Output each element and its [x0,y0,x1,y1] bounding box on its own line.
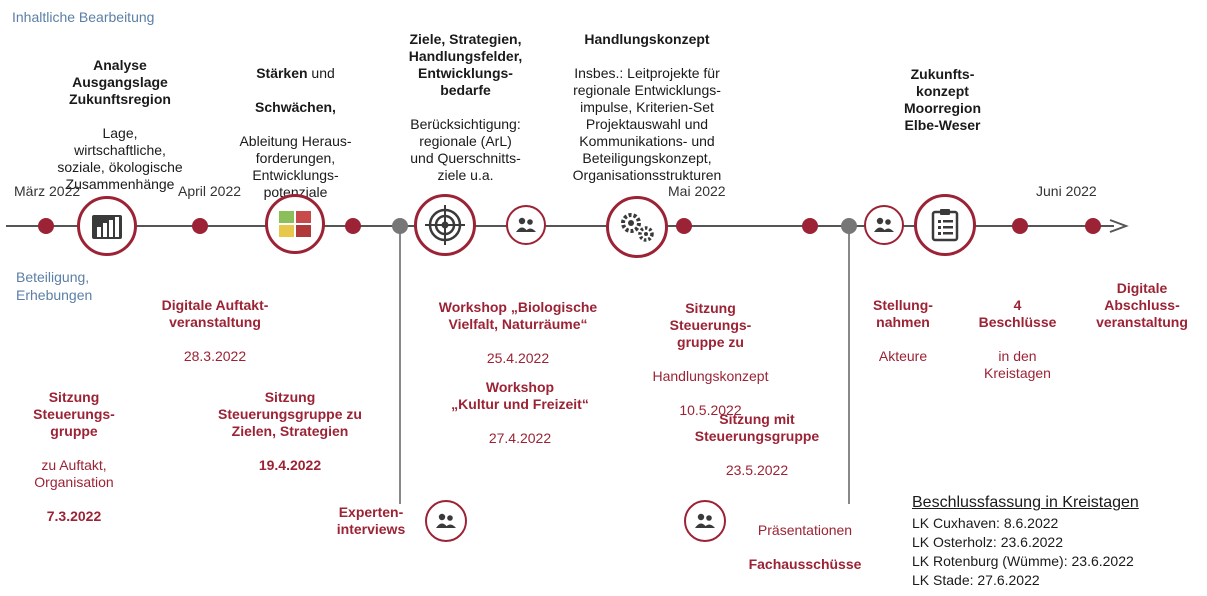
phase-staerken-title-rest: und [307,65,335,81]
phase-staerken-detail: Ableitung Heraus- forderungen, Entwicklu… [239,133,352,200]
label-beteiligung: Beteiligung, Erhebungen [16,269,93,303]
event-praesentation-line1: Präsentationen [757,522,853,538]
event-sitzung-4: Sitzung mit Steuerungsgruppe 23.5.2022 [672,394,842,496]
event-beschluesse-title: 4 Beschlüsse [978,297,1057,330]
event-sitzung4-date: 23.5.2022 [725,462,789,478]
event-sitzung3-title: Sitzung Steuerungs- gruppe zu [669,300,752,350]
swot-matrix-icon [265,194,325,254]
phase-staerken-title-bold: Stärken [256,65,308,81]
milestone-dot [38,218,54,234]
beschluss-item: LK Osterholz: 23.6.2022 [912,534,1063,550]
people-icon [506,205,546,245]
event-sitzung2-date: 19.4.2022 [258,457,322,473]
people-icon [864,205,904,245]
event-sitzung1-date: 7.3.2022 [46,508,102,524]
event-workshop1-title: Workshop „Biologische Vielfalt, Naturräu… [438,299,598,332]
bar-chart-icon [77,196,137,256]
event-sitzung1-title: Sitzung Steuerungs- gruppe [33,389,115,439]
milestone-dot [676,218,692,234]
event-beschluesse-detail: in den Kreistagen [984,348,1051,381]
phase-handlung-title: Handlungskonzept [584,31,710,47]
connector-praesentationen [848,232,850,504]
label-inhaltliche-bearbeitung: Inhaltliche Bearbeitung [12,9,155,25]
event-workshop2-title: Workshop „Kultur und Freizeit“ [451,379,589,412]
phase-handlungskonzept: Handlungskonzept Insbes.: Leitprojekte f… [552,14,742,201]
event-auftakt-title: Digitale Auftakt- veranstaltung [161,297,269,330]
phase-zukunftskonzept: Zukunfts- konzept Moorregion Elbe-Weser [904,66,981,133]
event-experteninterviews: Experten- interviews [336,504,406,537]
beschluss-item: LK Stade: 27.6.2022 [912,572,1040,588]
event-praesentation-line2: Fachausschüsse [748,556,862,572]
phase-staerken-title2: Schwächen, [255,99,336,115]
month-mai: Mai 2022 [668,183,726,199]
event-sitzung3-date: 10.5.2022 [679,402,742,418]
people-icon [425,500,467,542]
event-beschluesse: 4 Beschlüsse in den Kreistagen [965,280,1070,399]
phase-analyse-title: Analyse Ausgangslage Zukunftsregion [69,57,171,107]
event-workshop-2: Workshop „Kultur und Freizeit“ 27.4.2022 [430,362,610,464]
target-icon [414,194,476,256]
month-maerz: März 2022 [14,183,81,199]
month-juni: Juni 2022 [1036,183,1097,199]
month-april: April 2022 [178,183,242,199]
beschluss-item: LK Rotenburg (Wümme): 23.6.2022 [912,553,1134,569]
event-sitzung-3: Sitzung Steuerungs- gruppe zu Handlungsk… [628,283,793,436]
event-stellung-title: Stellung- nahmen [873,297,933,330]
phase-analyse-detail: Lage, wirtschaftliche, soziale, ökologis… [57,125,183,192]
phase-staerken: Stärken und Schwächen, Ableitung Heraus-… [218,48,373,218]
event-auftakt-date: 28.3.2022 [183,348,247,364]
milestone-dot [1085,218,1101,234]
beschluss-heading: Beschlussfassung in Kreistagen [912,494,1139,511]
milestone-dot-grey [841,218,857,234]
beschluss-item: LK Cuxhaven: 8.6.2022 [912,515,1059,531]
event-sitzung1-detail: zu Auftakt, Organisation [34,457,114,490]
event-workshop2-date: 27.4.2022 [488,430,552,446]
event-sitzung3-detail: Handlungskonzept [652,368,769,384]
phase-ziele-detail: Berücksichtigung: regionale (ArL) und Qu… [410,116,521,183]
phase-handlung-detail: Insbes.: Leitprojekte für regionale Entw… [572,65,722,183]
event-stellungnahmen: Stellung- nahmen Akteure [858,280,948,382]
beschluss-block: Beschlussfassung in Kreistagen LK Cuxhav… [912,494,1197,590]
phase-ziele-title: Ziele, Strategien, Handlungsfelder, Entw… [408,31,523,98]
event-sitzung2-title: Sitzung Steuerungsgruppe zu Zielen, Stra… [218,389,362,439]
milestone-dot-grey [392,218,408,234]
milestone-dot [802,218,818,234]
event-auftakt: Digitale Auftakt- veranstaltung 28.3.202… [140,280,290,382]
timeline-arrow-icon [1109,219,1129,233]
phase-ziele: Ziele, Strategien, Handlungsfelder, Entw… [388,14,543,201]
event-sitzung-1: Sitzung Steuerungs- gruppe zu Auftakt, O… [14,372,134,542]
gears-icon [606,196,668,258]
event-stellung-detail: Akteure [878,348,928,364]
connector-experten [399,232,401,504]
event-praesentationen: Präsentationen Fachausschüsse [730,505,880,590]
milestone-dot [1012,218,1028,234]
event-sitzung4-title: Sitzung mit Steuerungsgruppe [694,411,820,444]
timeline-axis [6,225,1114,227]
clipboard-icon [914,194,976,256]
event-workshop-1: Workshop „Biologische Vielfalt, Naturräu… [418,282,618,384]
milestone-dot [345,218,361,234]
people-icon [684,500,726,542]
phase-analyse: Analyse Ausgangslage Zukunftsregion Lage… [40,40,200,210]
event-sitzung-2: Sitzung Steuerungsgruppe zu Zielen, Stra… [200,372,380,491]
milestone-dot [192,218,208,234]
event-abschluss: Digitale Abschluss- veranstaltung [1096,280,1188,330]
event-workshop1-date: 25.4.2022 [486,350,550,366]
